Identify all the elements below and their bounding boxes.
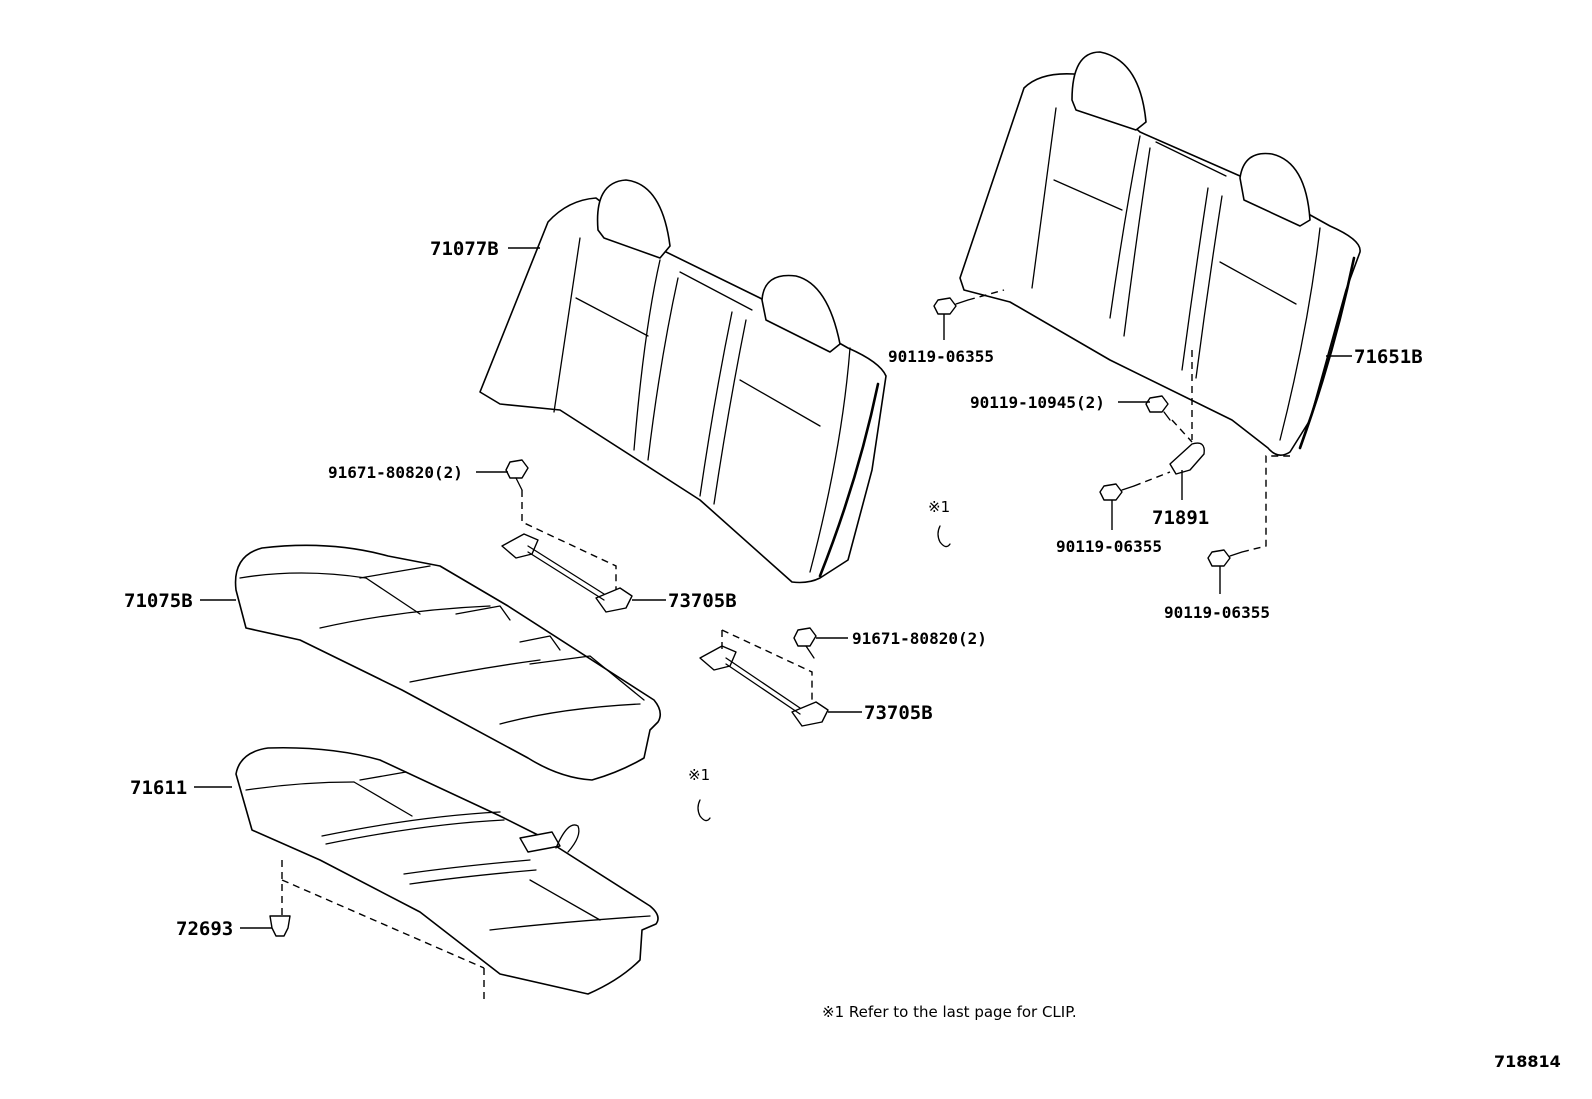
diagram-number: 718814 <box>1494 1052 1561 1071</box>
bracket-71891 <box>1169 442 1205 475</box>
seatback-71077B <box>479 179 887 584</box>
hinge-bracket-73705B-a <box>501 533 633 613</box>
seat-cushion-cover-71075B <box>234 544 662 781</box>
label-90119-06355-b: 90119-06355 <box>1056 537 1162 556</box>
seatback-71651B <box>959 51 1361 456</box>
label-72693: 72693 <box>176 918 233 940</box>
label-91671-80820-mid: 91671-80820(2) <box>852 629 987 648</box>
bolt-90119-10945 <box>1145 395 1171 421</box>
bolt-91671-80820-mid <box>793 627 817 659</box>
bolt-90119-06355-a <box>933 297 969 315</box>
bolt-90119-06355-c <box>1207 549 1243 567</box>
label-90119-10945: 90119-10945(2) <box>970 393 1105 412</box>
label-71077B: 71077B <box>430 238 499 260</box>
label-73705B-a: 73705B <box>668 590 737 612</box>
clip-ref-b: ※1 <box>688 766 710 784</box>
clip-ref-a: ※1 <box>928 498 950 516</box>
label-90119-06355-a: 90119-06355 <box>888 347 994 366</box>
label-90119-06355-c: 90119-06355 <box>1164 603 1270 622</box>
leader-lines <box>194 247 1352 929</box>
clip-icon-a <box>937 525 951 548</box>
label-71611: 71611 <box>130 777 187 799</box>
clip-72693 <box>269 915 291 937</box>
assembly-lines <box>281 289 1290 1004</box>
label-71891: 71891 <box>1152 507 1209 529</box>
label-73705B-b: 73705B <box>864 702 933 724</box>
label-71651B: 71651B <box>1354 346 1423 368</box>
label-91671-80820-top: 91671-80820(2) <box>328 463 463 482</box>
footnote: ※1 Refer to the last page for CLIP. <box>822 1003 1077 1021</box>
bolt-90119-06355-b <box>1099 483 1135 501</box>
seat-cushion-pad-71611 <box>235 746 659 995</box>
clip-icon-b <box>697 799 711 822</box>
bolt-91671-80820-top <box>505 459 529 491</box>
label-71075B: 71075B <box>124 590 193 612</box>
hinge-bracket-73705B-b <box>699 645 829 727</box>
